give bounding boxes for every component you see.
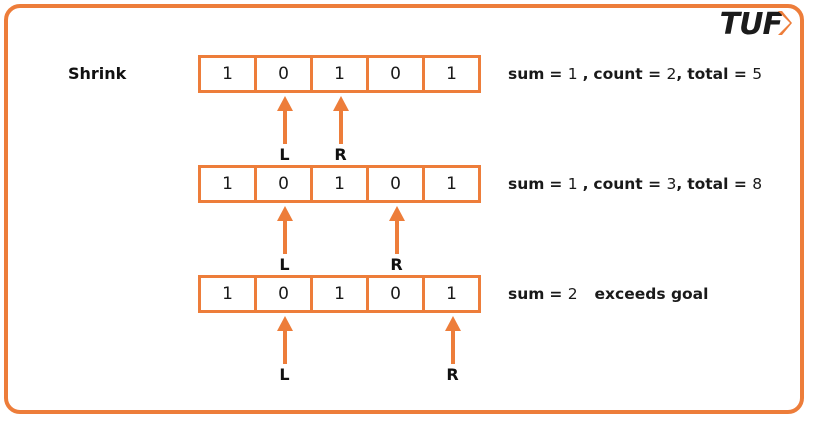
array-cell: 0 (254, 55, 313, 93)
pointer-right: R (423, 316, 482, 383)
status-note: exceeds goal (594, 285, 709, 303)
array-cell: 1 (310, 55, 369, 93)
logo-wordmark: TUF (719, 7, 783, 42)
array-row: 1 0 1 0 1 L R sum = 1 , (0, 55, 814, 165)
pointer-label: R (390, 255, 403, 274)
pointer-left: L (255, 96, 314, 163)
sum-value: 1 (567, 175, 578, 193)
array-cell: 0 (366, 275, 425, 313)
status-separator: , (582, 175, 589, 193)
pointer-left: L (255, 206, 314, 273)
pointer-label: R (334, 145, 347, 164)
pointer-label: L (279, 365, 290, 384)
pointer-label: L (279, 145, 290, 164)
array-row: 1 0 1 0 1 L R sum = 2 (0, 275, 814, 385)
array-cell: 1 (310, 165, 369, 203)
sum-value: 1 (567, 65, 578, 83)
pointer-label: L (279, 255, 290, 274)
array-cell: 1 (198, 55, 257, 93)
sum-label: sum (508, 285, 545, 303)
pointer-right: R (367, 206, 426, 273)
pointer-right: R (311, 96, 370, 163)
arrow-up-icon (275, 316, 295, 364)
total-value: 5 (752, 65, 763, 83)
total-label: total (687, 65, 729, 83)
pointer-label: R (446, 365, 459, 384)
outer-frame (4, 4, 804, 414)
sum-label: sum (508, 65, 545, 83)
total-label: total (687, 175, 729, 193)
array-cell: 0 (366, 165, 425, 203)
array-cell: 0 (254, 165, 313, 203)
row-status-text: sum = 1 , count = 3, total = 8 (508, 175, 763, 193)
count-value: 3 (666, 175, 677, 193)
array-cell: 0 (254, 275, 313, 313)
arrow-up-icon (275, 96, 295, 144)
section-label: Shrink (68, 64, 127, 83)
array-row: 1 0 1 0 1 L R sum = 1 , (0, 165, 814, 275)
array-cell: 0 (366, 55, 425, 93)
arrow-up-icon (331, 96, 351, 144)
count-label: count (593, 65, 643, 83)
array-cell: 1 (310, 275, 369, 313)
row-status-text: sum = 2 exceeds goal (508, 285, 709, 303)
arrow-up-icon (443, 316, 463, 364)
array-cell: 1 (422, 165, 481, 203)
count-label: count (593, 175, 643, 193)
sum-label: sum (508, 175, 545, 193)
row-status-text: sum = 1 , count = 2, total = 5 (508, 65, 763, 83)
sum-value: 2 (567, 285, 578, 303)
array-cells: 1 0 1 0 1 (198, 275, 481, 313)
total-value: 8 (752, 175, 763, 193)
array-cells: 1 0 1 0 1 (198, 165, 481, 203)
tuf-logo: TUF (720, 8, 792, 42)
array-cell: 1 (422, 275, 481, 313)
array-cell: 1 (198, 165, 257, 203)
array-cells: 1 0 1 0 1 (198, 55, 481, 93)
array-cell: 1 (198, 275, 257, 313)
arrow-up-icon (387, 206, 407, 254)
pointer-left: L (255, 316, 314, 383)
arrow-up-icon (275, 206, 295, 254)
status-separator: , (582, 65, 589, 83)
count-value: 2 (666, 65, 677, 83)
chevron-right-icon (776, 10, 792, 41)
array-cell: 1 (422, 55, 481, 93)
